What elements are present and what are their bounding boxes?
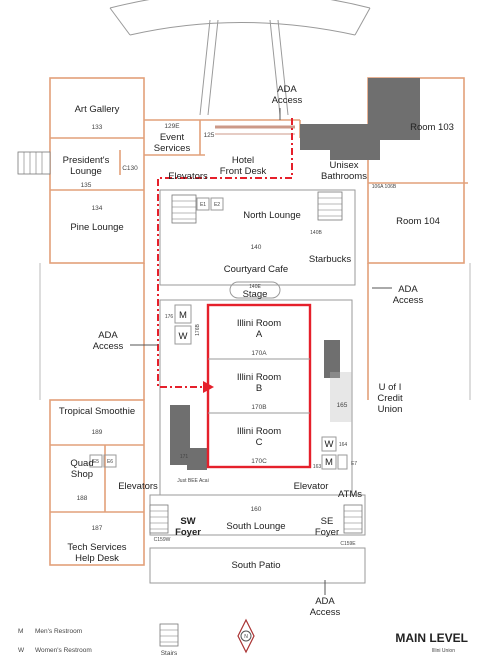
svg-text:W: W — [18, 647, 25, 654]
svg-text:165: 165 — [337, 402, 348, 409]
svg-text:C130: C130 — [122, 165, 138, 172]
svg-text:133: 133 — [92, 124, 103, 131]
room-104-label: Room 104 — [396, 216, 440, 227]
svg-text:C159E: C159E — [340, 541, 356, 547]
svg-text:E6: E6 — [107, 459, 113, 465]
walkway-line-2 — [207, 19, 219, 116]
elevators-top-label: Elevators — [168, 171, 208, 182]
svg-text:189: 189 — [92, 429, 103, 436]
svg-text:M: M — [325, 457, 333, 468]
plaza-arc-inner — [129, 22, 356, 36]
svg-text:M: M — [179, 310, 187, 321]
svg-text:164: 164 — [339, 442, 348, 448]
svg-text:187: 187 — [92, 525, 103, 532]
svg-text:E7: E7 — [351, 461, 357, 467]
route-path — [157, 118, 293, 388]
south-lounge-label: South Lounge — [226, 521, 285, 532]
svg-text:129E: 129E — [164, 123, 180, 130]
stairs-se — [343, 504, 363, 534]
block-171 — [170, 405, 190, 465]
map-title: MAIN LEVEL — [395, 631, 468, 645]
north-lounge-label: North Lounge — [243, 210, 301, 221]
tropical-smoothie-label: Tropical Smoothie — [59, 406, 135, 417]
svg-text:171: 171 — [180, 454, 189, 460]
svg-text:E5: E5 — [93, 459, 99, 465]
south-patio-outline — [149, 547, 366, 584]
svg-text:140E: 140E — [249, 284, 261, 290]
stairs-north-west — [171, 194, 197, 224]
legend-stairs: Stairs — [161, 650, 178, 657]
legend-mens: Men's Restroom — [35, 628, 82, 635]
art-gallery-label: Art Gallery — [75, 104, 120, 115]
svg-text:176: 176 — [165, 314, 174, 320]
courtyard-cafe-label: Courtyard Cafe — [224, 264, 288, 275]
walkway-line-1 — [199, 19, 211, 116]
svg-text:140B: 140B — [310, 230, 322, 236]
stage-label: Stage — [243, 289, 268, 300]
svg-text:170C: 170C — [251, 458, 267, 465]
stairs-north-east — [317, 191, 343, 221]
svg-text:C159W: C159W — [154, 537, 171, 543]
walkway-line-3 — [269, 19, 281, 116]
plaza-edge-left — [109, 7, 131, 36]
compass-icon: N — [237, 618, 255, 654]
plaza-arc-outer — [109, 0, 371, 9]
walkway-line-4 — [277, 19, 289, 116]
south-patio-label: South Patio — [231, 560, 280, 571]
room-103-label: Room 103 — [410, 122, 454, 133]
stairs-legend-icon — [159, 623, 179, 647]
starbucks-label: Starbucks — [309, 254, 351, 265]
atms-label: ATMs — [338, 489, 362, 500]
stage-shape — [229, 281, 281, 299]
svg-text:E1: E1 — [200, 202, 206, 208]
svg-text:163: 163 — [313, 464, 322, 470]
svg-text:135: 135 — [81, 182, 92, 189]
svg-text:170A: 170A — [251, 350, 267, 357]
map-subtitle: Illini Union — [432, 648, 455, 654]
svg-text:140: 140 — [251, 244, 262, 251]
room-103-block — [300, 78, 420, 160]
block-credit-union — [324, 340, 340, 378]
plaza-edge-right — [354, 7, 371, 36]
svg-text:176B: 176B — [195, 324, 201, 336]
just-bee-acai-label: Just BEE Acai — [177, 478, 208, 484]
route-arrow-icon — [203, 381, 214, 393]
svg-text:134: 134 — [92, 205, 103, 212]
elevators-left-label: Elevators — [118, 481, 158, 492]
svg-text:106A 106B: 106A 106B — [372, 184, 397, 190]
stairs-west — [17, 151, 51, 175]
svg-text:E2: E2 — [214, 202, 220, 208]
svg-text:N: N — [244, 634, 248, 640]
stairs-sw — [149, 504, 169, 534]
svg-text:160: 160 — [251, 506, 262, 513]
svg-text:170B: 170B — [251, 404, 266, 411]
courtyard-outline — [159, 189, 356, 286]
pine-lounge-label: Pine Lounge — [70, 222, 123, 233]
svg-text:M: M — [18, 628, 23, 635]
svg-text:188: 188 — [77, 495, 88, 502]
elevator-right-label: Elevator — [294, 481, 329, 492]
svg-text:W: W — [325, 439, 334, 450]
svg-text:125: 125 — [204, 132, 215, 139]
southwest-wing-wall — [49, 399, 145, 566]
legend-womens: Women's Restroom — [35, 647, 92, 654]
svg-text:W: W — [179, 331, 188, 342]
